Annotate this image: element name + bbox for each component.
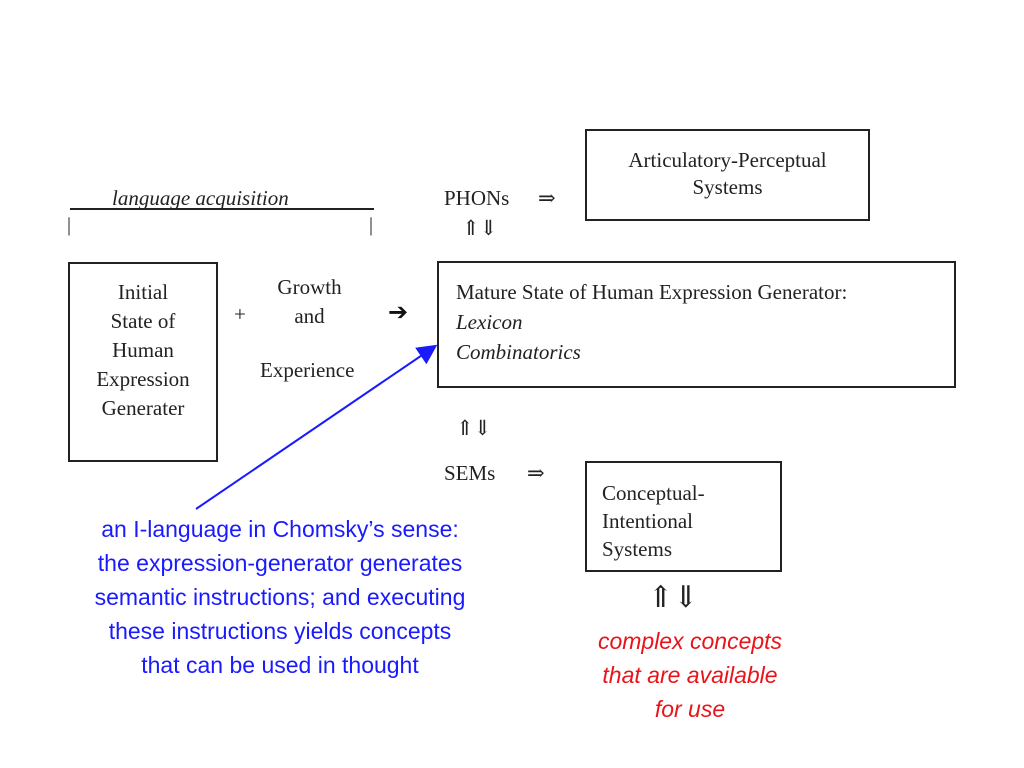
initial-state-line: Initial [117, 280, 169, 304]
annotation-line: semantic instructions; and executing [94, 584, 466, 610]
mature-state-title: Mature State of Human Expression Generat… [456, 280, 848, 304]
annotation-line: these instructions yields concepts [108, 618, 452, 644]
red-annotation-line: that are available [602, 662, 778, 688]
annotation-pointer-arrow [195, 344, 438, 510]
articulatory-perceptual-box: Articulatory-Perceptual Systems [585, 129, 870, 221]
phons-label: PHONs [444, 186, 510, 210]
growth-line: Growth [277, 275, 342, 299]
acquisition-tick-right: | [369, 214, 374, 236]
conceptual-line: Intentional [602, 509, 693, 533]
plus-sign: + [234, 302, 246, 326]
sems-right-arrow-icon: ⇒ [527, 461, 545, 485]
red-annotation-line: for use [654, 696, 726, 722]
conceptual-line: Systems [602, 537, 673, 561]
annotation-line: an I-language in Chomsky’s sense: [101, 516, 459, 542]
phons-right-arrow-icon: ⇒ [538, 186, 556, 210]
acquisition-label: language acquisition [112, 186, 289, 210]
initial-state-line: Generater [101, 396, 185, 420]
initial-state-box: Initial State of Human Expression Genera… [68, 262, 218, 462]
main-right-arrow-icon: ➔ [388, 299, 409, 326]
combinatorics-label: Combinatorics [456, 340, 581, 364]
complex-concepts-annotation: complex concepts that are available for … [560, 624, 820, 726]
red-annotation-line: complex concepts [597, 628, 783, 654]
lexicon-label: Lexicon [456, 310, 523, 334]
initial-state-line: Expression [96, 367, 190, 391]
acquisition-tick-left: | [67, 214, 72, 236]
experience-label: Experience [260, 358, 355, 382]
i-language-annotation: an I-language in Chomsky’s sense: the ex… [30, 512, 530, 682]
mature-state-box: Mature State of Human Expression Generat… [437, 261, 956, 388]
conceptual-intentional-box: Conceptual- Intentional Systems [585, 461, 782, 572]
articulatory-line: Systems [692, 175, 763, 199]
initial-state-line: Human [112, 338, 174, 362]
sems-updown-arrows-icon: ⇑⇓ [456, 416, 492, 440]
growth-line: and [294, 304, 325, 328]
annotation-line: that can be used in thought [141, 652, 419, 678]
articulatory-line: Articulatory-Perceptual [628, 148, 827, 172]
sems-label: SEMs [444, 461, 496, 485]
concepts-updown-arrows-icon: ⇑⇓ [648, 581, 699, 614]
growth-label: Growth and [262, 273, 357, 331]
phons-updown-arrows-icon: ⇑⇓ [462, 216, 498, 240]
initial-state-line: State of [110, 309, 176, 333]
annotation-line: the expression-generator generates [97, 550, 463, 576]
conceptual-line: Conceptual- [602, 481, 705, 505]
